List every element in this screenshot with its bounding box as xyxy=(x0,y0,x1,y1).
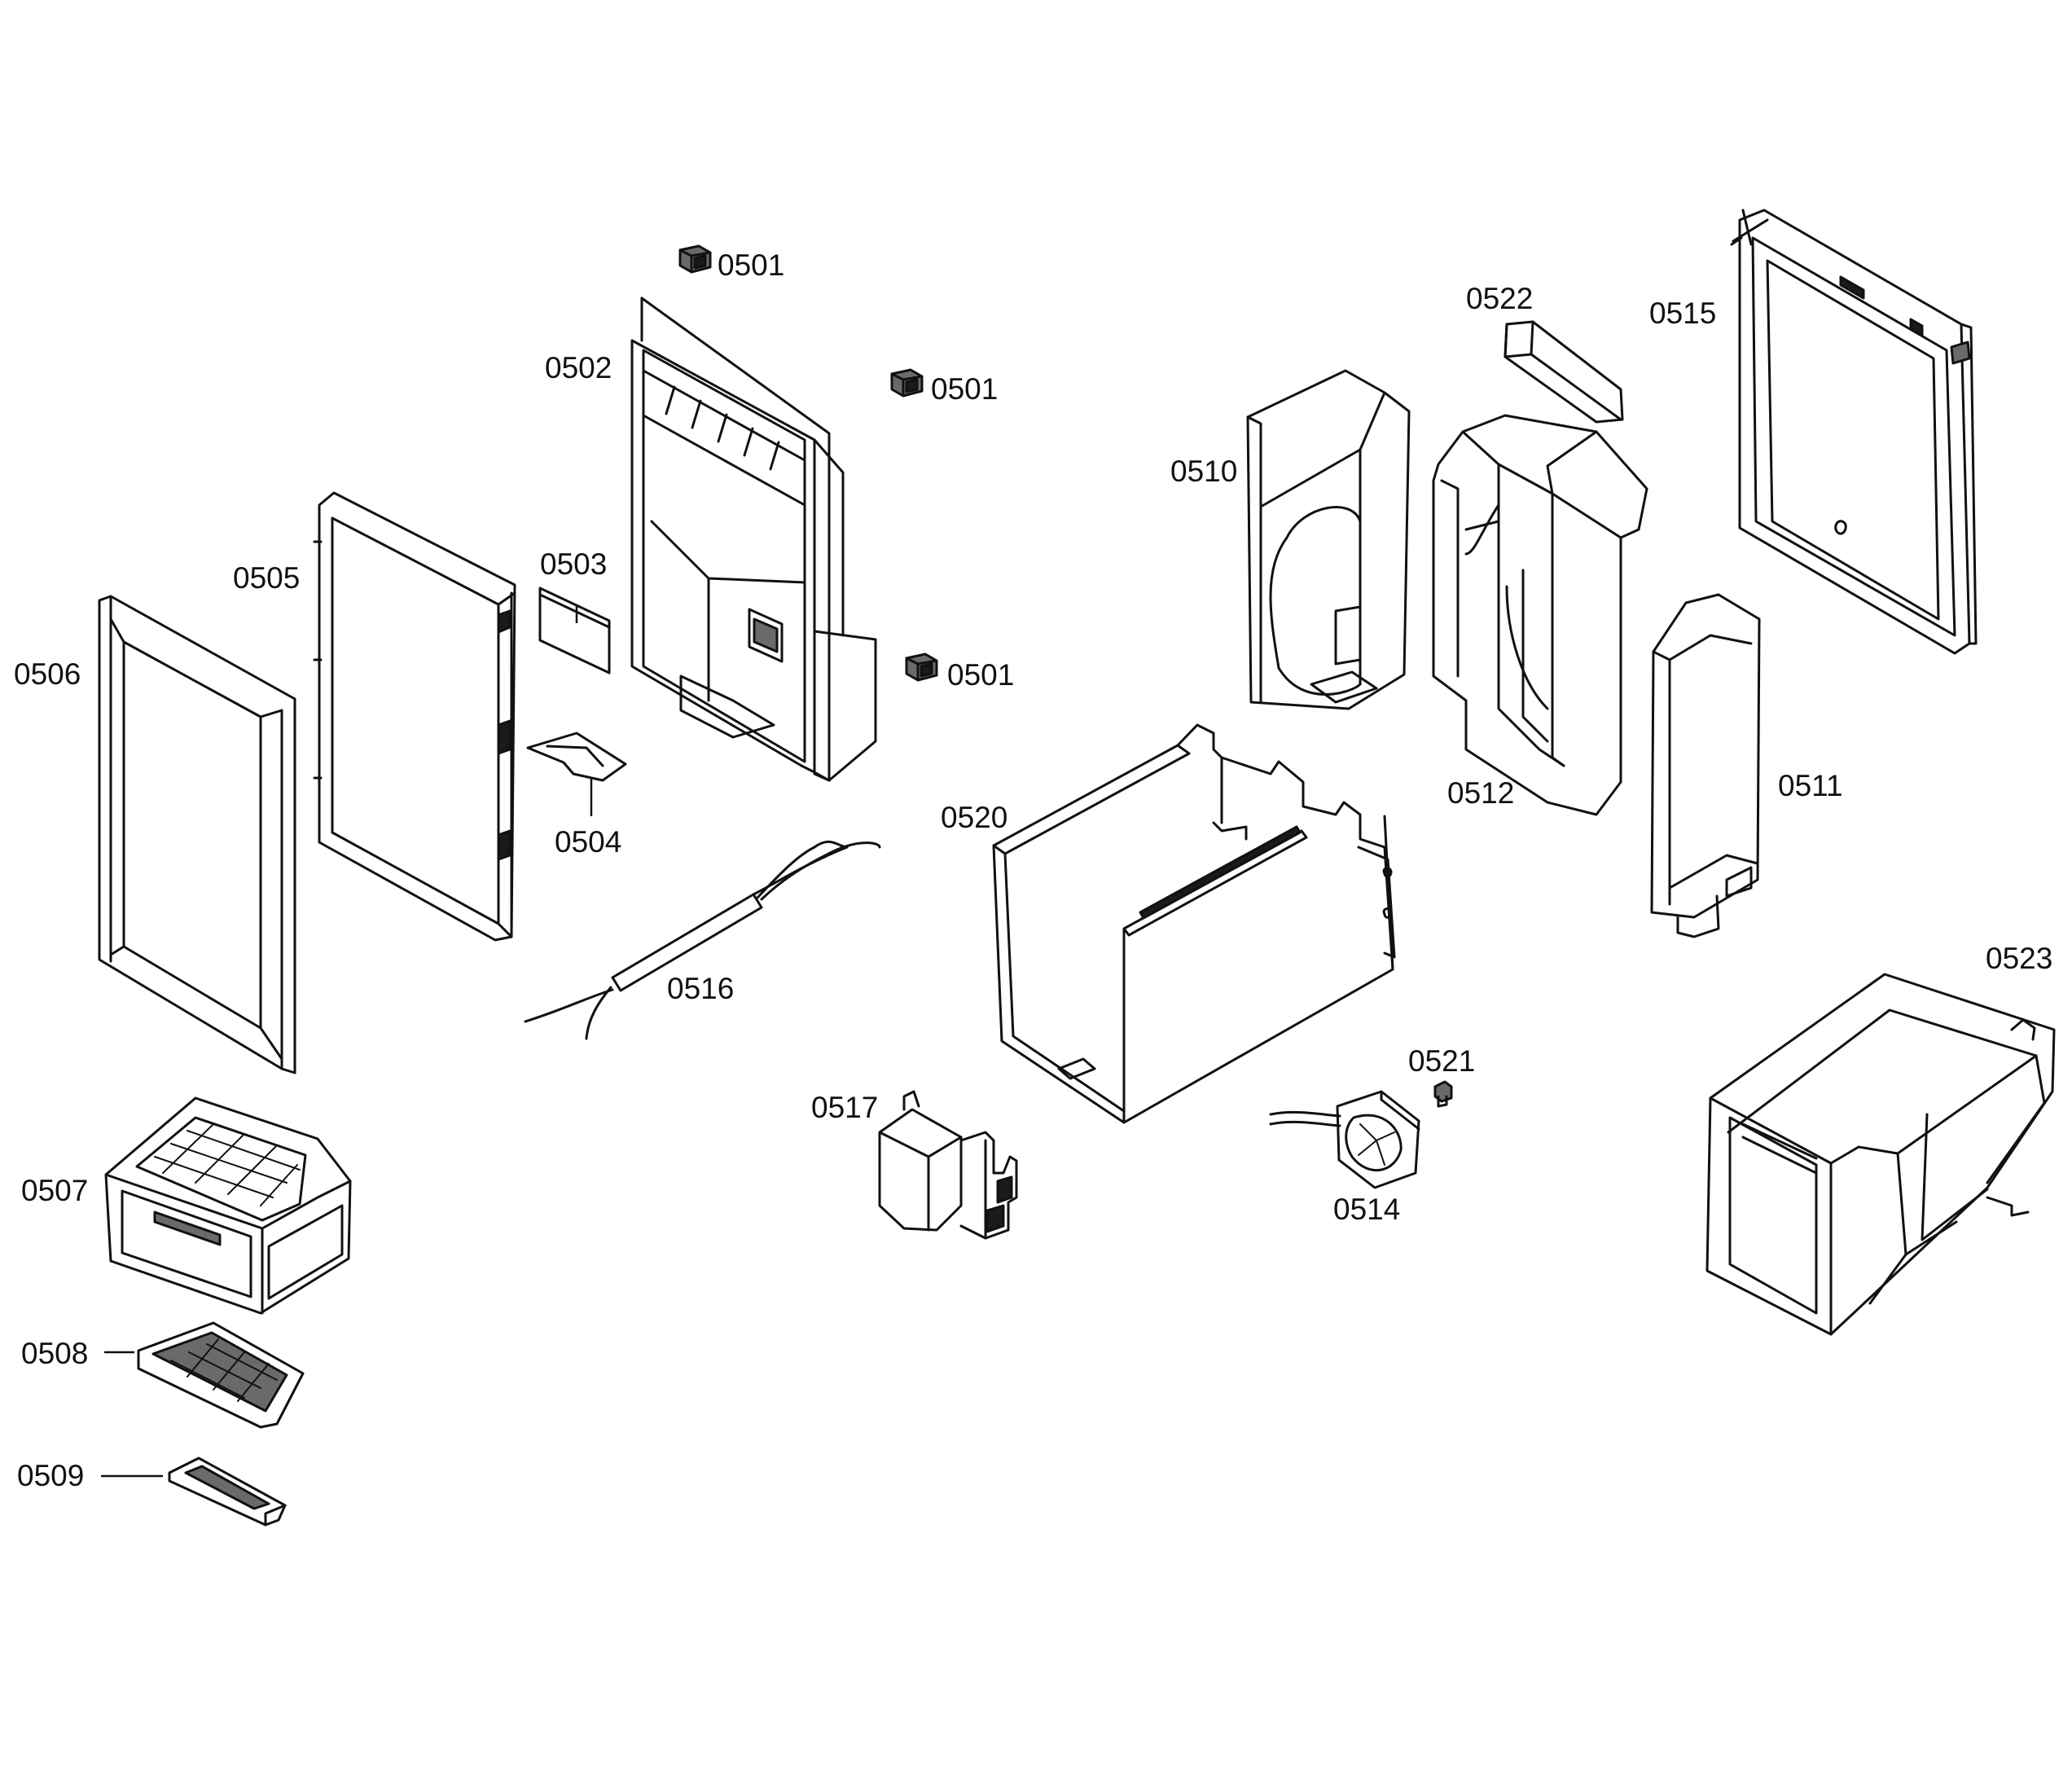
part-0516-heater-cable xyxy=(524,840,881,1040)
part-0501-clip-bottom xyxy=(905,652,938,682)
part-0504-cover xyxy=(526,732,627,782)
part-0517-valve xyxy=(878,1090,1018,1240)
label-0506: 0506 xyxy=(14,657,81,691)
part-0520-cage xyxy=(992,723,1396,1124)
label-0503: 0503 xyxy=(540,547,608,581)
part-0515-door-panel xyxy=(1730,209,1978,655)
label-0512: 0512 xyxy=(1447,776,1515,810)
label-0504: 0504 xyxy=(555,825,622,859)
part-0509-grille xyxy=(168,1456,287,1527)
part-0512-evaporator-housing xyxy=(1432,414,1648,816)
part-0523-ice-bin xyxy=(1705,973,2056,1336)
part-0510-left-duct xyxy=(1246,369,1411,710)
label-0517: 0517 xyxy=(811,1091,879,1124)
label-0523: 0523 xyxy=(1986,942,2053,975)
label-0520: 0520 xyxy=(941,801,1008,834)
label-0514: 0514 xyxy=(1333,1193,1401,1226)
label-0508: 0508 xyxy=(21,1337,89,1370)
part-0507-bucket-front xyxy=(104,1096,352,1315)
part-0501-clip-top xyxy=(678,244,712,274)
label-0521: 0521 xyxy=(1408,1044,1476,1078)
label-0509: 0509 xyxy=(17,1459,85,1492)
label-0502: 0502 xyxy=(545,351,612,384)
label-0501-middle: 0501 xyxy=(931,372,999,406)
part-0514-fan xyxy=(1269,1090,1420,1189)
label-0516: 0516 xyxy=(667,972,735,1005)
part-0503-panel xyxy=(538,587,611,674)
part-0505-inner-frame xyxy=(313,491,516,942)
part-0522-cap xyxy=(1504,320,1624,424)
label-0510: 0510 xyxy=(1170,455,1238,488)
part-0502-dispenser-housing xyxy=(630,297,877,782)
label-0522: 0522 xyxy=(1466,282,1534,315)
part-0521-screw xyxy=(1433,1080,1453,1108)
label-0505: 0505 xyxy=(233,561,301,595)
part-0506-outer-bezel xyxy=(98,595,296,1074)
part-0511-right-duct xyxy=(1650,593,1761,938)
label-0501-bottom: 0501 xyxy=(947,658,1015,692)
part-0501-clip-middle xyxy=(890,368,924,398)
label-0515: 0515 xyxy=(1649,297,1717,330)
label-0501-top: 0501 xyxy=(718,248,785,282)
part-0508-drip-tray xyxy=(137,1321,305,1429)
label-0511: 0511 xyxy=(1778,769,1843,802)
label-0507: 0507 xyxy=(21,1174,89,1207)
